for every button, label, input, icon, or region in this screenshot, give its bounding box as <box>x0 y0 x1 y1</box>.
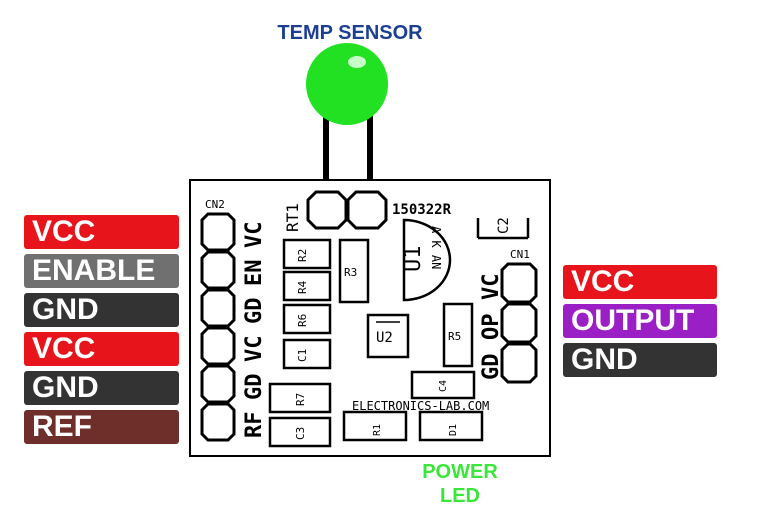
right-pin-vcc: VCC <box>563 265 717 299</box>
u1-outline <box>402 218 452 302</box>
r4-label: R4 <box>296 280 309 294</box>
r4-box <box>282 270 332 302</box>
r6-label: R6 <box>296 314 309 327</box>
left-pin-enable: ENABLE <box>24 254 179 288</box>
r7-label: R7 <box>294 393 307 406</box>
temperature-sensor-icon <box>306 43 388 125</box>
sensor-title: TEMP SENSOR <box>277 22 423 44</box>
power-led-label: POWER LED <box>405 460 515 508</box>
r1-label: R1 <box>372 424 383 436</box>
left-pin-vcc-2: VCC <box>24 332 179 366</box>
cn2-header-pin-header-icon <box>200 212 236 442</box>
rt1-label: RT1 <box>283 203 302 232</box>
d1-box <box>418 410 484 442</box>
c4-box <box>410 370 476 400</box>
r2-box <box>282 238 332 270</box>
cn1-header-pin-header-icon <box>500 262 538 384</box>
c1-label: C1 <box>296 349 309 362</box>
cn2-pin-label-gd-1: GD <box>242 298 267 325</box>
brand-label: ELECTRONICS-LAB.COM <box>352 399 489 413</box>
u2-label: U2 <box>376 330 393 346</box>
cn1-pin-label-vc: VC <box>479 274 504 301</box>
r5-box <box>442 302 474 368</box>
cn2-label: CN2 <box>205 198 225 211</box>
rt1-pads <box>306 190 388 230</box>
left-pin-vcc-1: VCC <box>24 215 179 249</box>
power-led-line2: LED <box>440 485 480 507</box>
u1-pins-label: A K AN <box>429 226 443 269</box>
u1-label: U1 <box>401 246 426 273</box>
right-pin-gnd: GND <box>563 343 717 377</box>
r2-label: R2 <box>296 249 309 262</box>
d1-label: D1 <box>448 424 459 436</box>
left-pin-gnd-2: GND <box>24 371 179 405</box>
c3-label: C3 <box>294 427 307 440</box>
c2-label: C2 <box>496 217 512 234</box>
left-pin-ref: REF <box>24 410 179 444</box>
cn1-pin-label-op: OP <box>479 314 504 341</box>
c2-outline <box>476 218 530 240</box>
cn2-pin-label-gd-2: GD <box>242 374 267 401</box>
left-pin-gnd-1: GND <box>24 293 179 327</box>
r6-box <box>282 303 332 335</box>
c4-label: C4 <box>438 380 449 392</box>
cn2-pin-label-en: EN <box>242 260 267 287</box>
r7-box <box>268 382 332 414</box>
r3-label: R3 <box>344 266 357 279</box>
cn2-pin-label-rf: RF <box>242 412 267 439</box>
cn1-pin-label-gd: GD <box>479 354 504 381</box>
r5-label: R5 <box>448 330 461 343</box>
c3-box <box>268 416 332 448</box>
r1-box <box>342 410 408 442</box>
cn2-pin-label-vc-1: VC <box>242 222 267 249</box>
r3-box <box>338 238 370 304</box>
right-pin-output: OUTPUT <box>563 304 717 338</box>
power-led-line1: POWER <box>422 461 498 483</box>
c1-box <box>282 338 332 370</box>
cn2-pin-label-vc-2: VC <box>242 336 267 363</box>
cn1-label: CN1 <box>510 248 530 261</box>
pcb-code-label: 150322R <box>392 202 452 218</box>
